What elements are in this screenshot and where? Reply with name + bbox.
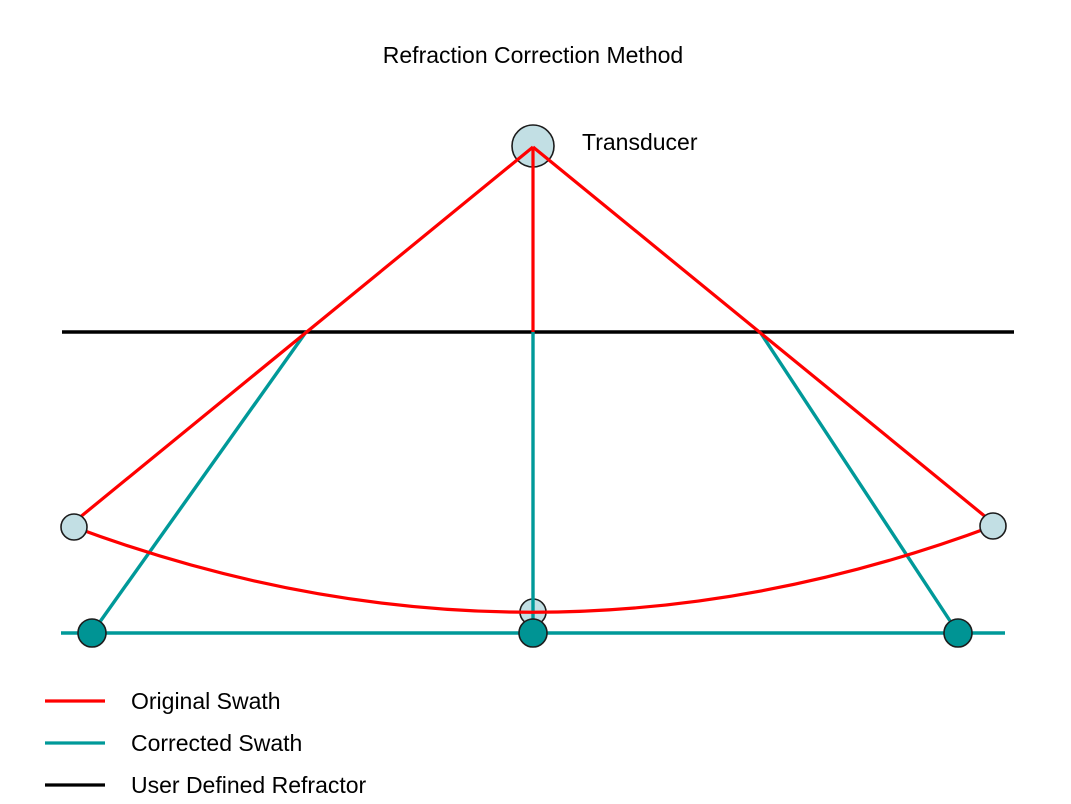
corrected-swath-group — [61, 331, 1005, 635]
original-swath-group — [66, 145, 1000, 614]
legend-label-original-swath: Original Swath — [131, 688, 281, 714]
original-seafloor-curve — [73, 524, 994, 614]
original-sounding-left-node — [60, 513, 88, 541]
original-ray-left — [66, 145, 535, 529]
original-sounding-right-node — [979, 512, 1007, 540]
diagram-title: Refraction Correction Method — [383, 42, 683, 68]
corrected-sounding-left-node — [77, 618, 107, 648]
legend-label-refractor: User Defined Refractor — [131, 772, 367, 798]
original-ray-right — [531, 145, 1000, 529]
legend-label-corrected-swath: Corrected Swath — [131, 730, 302, 756]
corrected-sounding-center-node — [518, 618, 548, 648]
legend: Original Swath Corrected Swath User Defi… — [45, 688, 367, 798]
corrected-sounding-right-node — [943, 618, 973, 648]
transducer-label: Transducer — [582, 129, 698, 155]
corrected-ray-right — [758, 331, 960, 634]
corrected-ray-left — [90, 331, 308, 634]
